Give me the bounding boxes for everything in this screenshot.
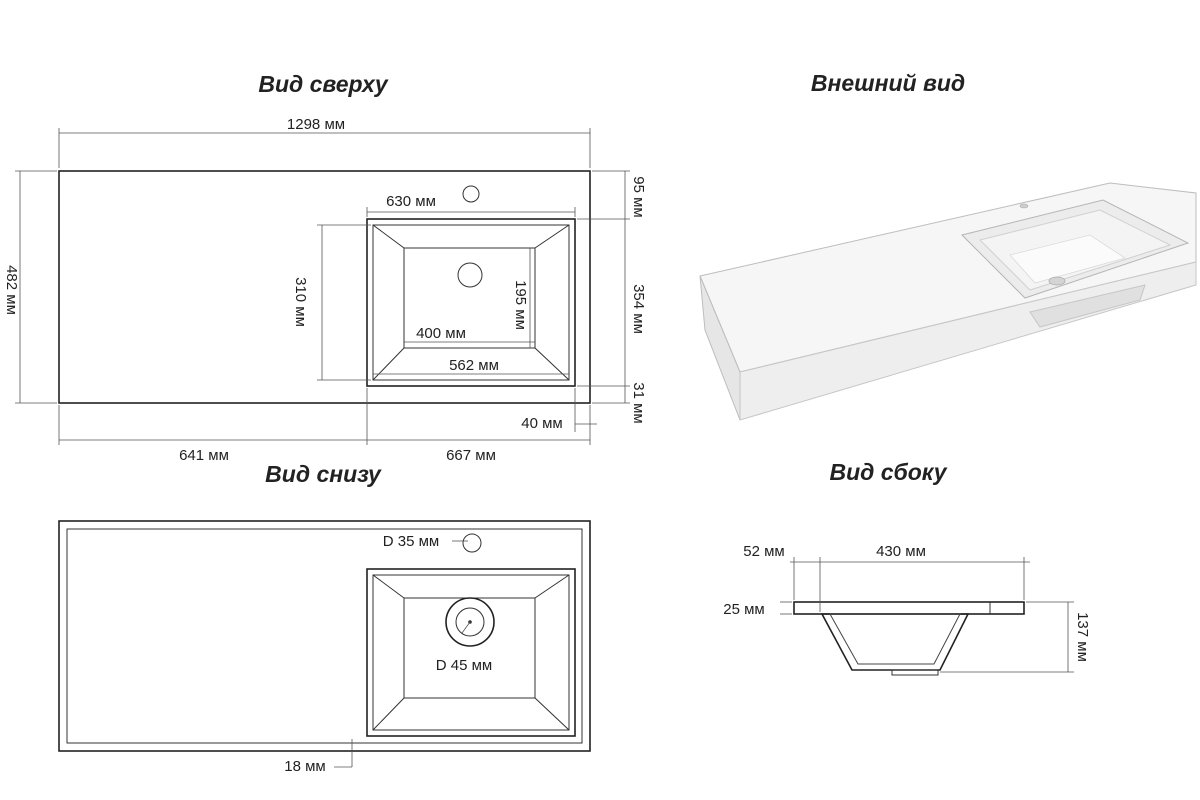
- bottom-view: D 35 мм D 45 мм 18 мм: [58, 520, 591, 775]
- dim-overall-depth: 482 мм: [3, 265, 20, 315]
- side-view-title: Вид сбоку: [829, 459, 947, 485]
- dim-bowl-inner-depth: 195 мм: [512, 280, 529, 330]
- bowl-profile: [820, 613, 970, 671]
- dim-bowl-inner-width: 400 мм: [416, 325, 466, 342]
- bowl-rim-inner: [372, 224, 570, 381]
- dim-tap-hole: D 35 мм: [383, 533, 439, 550]
- external-view: [699, 182, 1197, 421]
- bowl-bottom: [403, 247, 536, 349]
- tap-hole: [462, 185, 480, 203]
- dim-bowl-width: 430 мм: [876, 543, 926, 560]
- external-view-title: Внешний вид: [811, 70, 965, 96]
- dim-rim: 18 мм: [284, 758, 325, 775]
- dim-edge-to-bowl: 95 мм: [630, 176, 647, 217]
- tap-hole-3d: [1019, 203, 1029, 209]
- bowl-bottom-bottom: [403, 597, 536, 699]
- dim-overall-width: 1298 мм: [287, 116, 345, 133]
- countertop-inner-outline: [66, 528, 583, 744]
- side-view: 52 мм 430 мм 25 мм 137 мм: [723, 543, 1091, 676]
- bowl-outer-bottom: [366, 568, 576, 737]
- drain-outer-bottom: [445, 597, 495, 647]
- tap-hole-bottom: [462, 533, 482, 553]
- dim-right-part: 667 мм: [446, 447, 496, 464]
- drain-hole: [457, 262, 483, 288]
- bottom-view-title: Вид снизу: [265, 461, 382, 487]
- dim-drain-hole: D 45 мм: [436, 657, 492, 674]
- countertop-outline-bottom: [58, 520, 591, 752]
- dim-rear-lip: 52 мм: [743, 543, 784, 560]
- dim-left-part: 641 мм: [179, 447, 229, 464]
- drain-hole-3d: [1048, 276, 1066, 286]
- drain-inner-bottom: [455, 607, 485, 637]
- dim-total-height: 137 мм: [1074, 612, 1091, 662]
- top-view: 1298 мм 482 мм 630 мм 95 мм 354 мм 31 мм…: [3, 116, 647, 464]
- dim-bowl-total-depth: 354 мм: [630, 284, 647, 334]
- bowl-outer: [366, 218, 576, 387]
- dim-bowl-bottom-width: 562 мм: [449, 357, 499, 374]
- countertop-outline: [58, 170, 591, 404]
- dim-front-gap: 31 мм: [630, 382, 647, 423]
- dim-bowl-outer-depth: 310 мм: [292, 277, 309, 327]
- dim-slab-thickness: 25 мм: [723, 601, 764, 618]
- top-view-title: Вид сверху: [258, 71, 388, 97]
- dim-right-offset: 40 мм: [521, 415, 562, 432]
- dim-bowl-outer-width: 630 мм: [386, 193, 436, 210]
- drain-profile: [891, 669, 939, 676]
